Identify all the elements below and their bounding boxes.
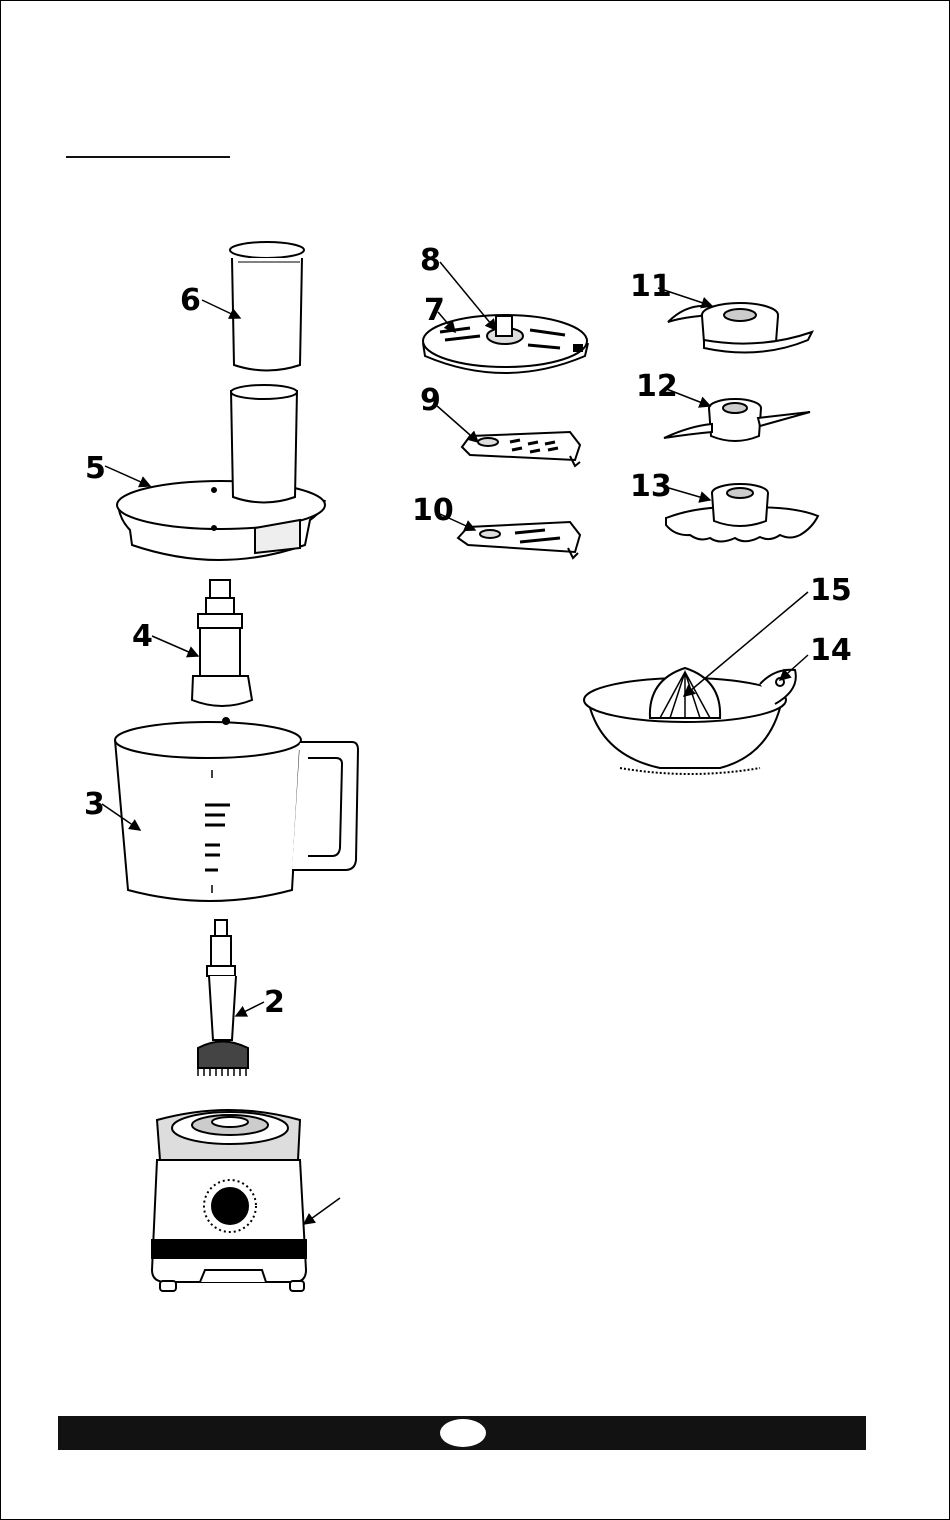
callout-11: 11	[630, 269, 672, 304]
callout-14: 14	[810, 633, 852, 668]
callout-10: 10	[412, 493, 454, 528]
callout-3: 3	[84, 787, 105, 822]
callout-12: 12	[636, 369, 678, 404]
callout-4: 4	[132, 619, 153, 654]
blade-shaft-part	[198, 920, 248, 1076]
dough-blade-part	[664, 399, 810, 441]
grating-blade-part	[462, 432, 580, 466]
citrus-juicer-part	[584, 668, 796, 774]
callout-9: 9	[420, 383, 441, 418]
callout-15: 15	[810, 573, 852, 608]
callout-13: 13	[630, 469, 672, 504]
callout-2: 2	[264, 985, 285, 1020]
bowl-part	[115, 718, 358, 901]
chopping-blade-part	[668, 303, 812, 353]
callout-5: 5	[85, 451, 106, 486]
callout-8: 8	[420, 243, 441, 278]
drive-shaft-part	[192, 580, 252, 706]
callout-6: 6	[180, 283, 201, 318]
lid-part	[117, 385, 325, 560]
pusher-part	[230, 242, 304, 371]
callout-7: 7	[424, 293, 445, 328]
page-number-oval	[440, 1419, 486, 1447]
emulsifying-disc-part	[666, 484, 818, 542]
motor-base-part	[152, 1110, 306, 1291]
slice-blade-part	[458, 522, 580, 558]
